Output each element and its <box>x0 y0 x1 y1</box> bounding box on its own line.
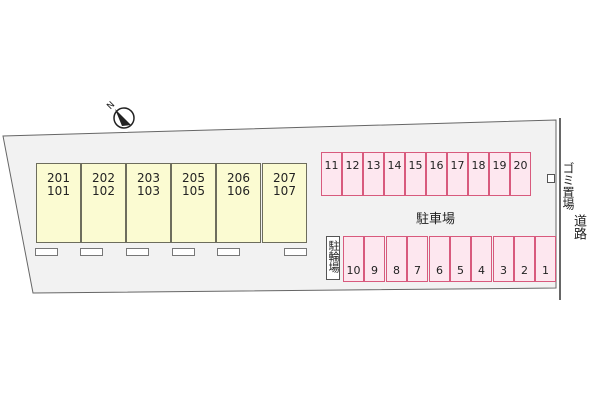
unit-step <box>35 248 58 256</box>
parking-space: 17 <box>447 152 468 196</box>
parking-space: 14 <box>384 152 405 196</box>
unit-upper-number: 205 <box>182 171 205 185</box>
unit-upper-number: 203 <box>137 171 160 185</box>
parking-space: 11 <box>321 152 342 196</box>
parking-space: 2 <box>514 236 535 282</box>
bicycle-parking-label: 駐輪場 <box>327 240 340 273</box>
parking-label: 駐車場 <box>416 212 456 227</box>
north-arrow-icon <box>113 107 135 129</box>
parking-space: 7 <box>407 236 428 282</box>
unit-step <box>80 248 103 256</box>
parking-space: 19 <box>489 152 510 196</box>
unit-lower-number: 101 <box>47 184 70 198</box>
unit-upper-number: 206 <box>227 171 250 185</box>
unit-lower-number: 107 <box>273 184 296 198</box>
parking-space: 16 <box>426 152 447 196</box>
unit-step <box>172 248 195 256</box>
parking-space: 9 <box>364 236 385 282</box>
parking-space: 15 <box>405 152 426 196</box>
parking-space: 18 <box>468 152 489 196</box>
parking-space: 3 <box>493 236 514 282</box>
parking-space: 1 <box>535 236 556 282</box>
parking-space: 8 <box>386 236 407 282</box>
parking-space: 10 <box>343 236 364 282</box>
unit-lower-number: 103 <box>137 184 160 198</box>
road-label: 道路 <box>571 214 586 240</box>
parking-space: 20 <box>510 152 531 196</box>
unit-lower-number: 105 <box>182 184 205 198</box>
unit-upper-number: 207 <box>273 171 296 185</box>
parking-space: 4 <box>471 236 492 282</box>
garbage-bin-marker <box>547 174 555 183</box>
parking-space: 5 <box>450 236 471 282</box>
unit-step <box>284 248 307 256</box>
unit-upper-number: 202 <box>92 171 115 185</box>
unit-step <box>126 248 149 256</box>
bicycle-parking: 駐輪場 <box>326 236 340 280</box>
parking-space: 6 <box>429 236 450 282</box>
unit-upper-number: 201 <box>47 171 70 185</box>
parking-space: 12 <box>342 152 363 196</box>
unit-lower-number: 106 <box>227 184 250 198</box>
parking-space: 13 <box>363 152 384 196</box>
unit-lower-number: 102 <box>92 184 115 198</box>
unit-step <box>217 248 240 256</box>
garbage-area-label: ゴミ置場 <box>561 162 575 210</box>
